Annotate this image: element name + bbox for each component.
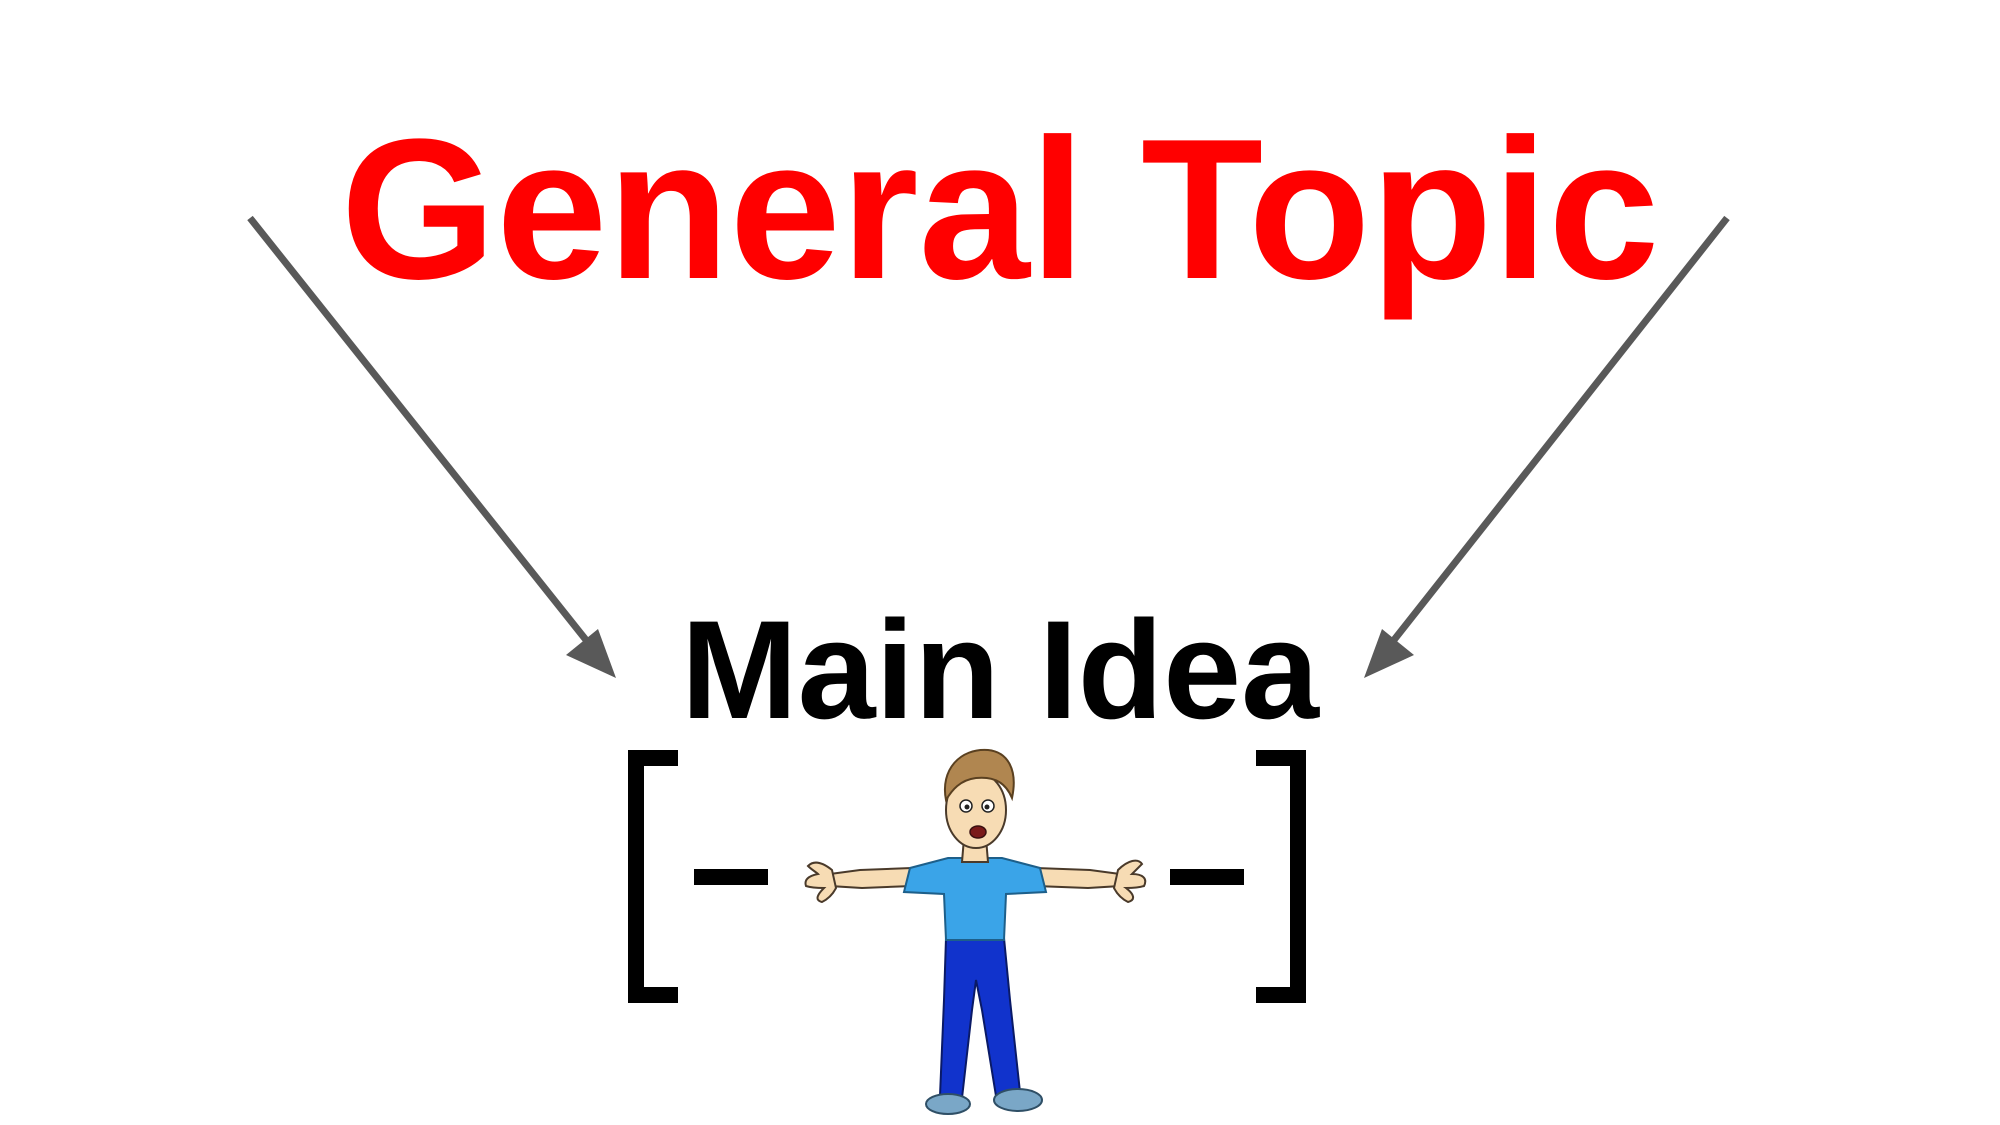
general-topic-title: General Topic	[340, 98, 1660, 321]
left-arrow	[247, 215, 616, 678]
left-dash	[694, 869, 768, 885]
main-idea-label: Main Idea	[681, 591, 1319, 748]
person-figure-icon	[804, 748, 1147, 1115]
left-bracket	[628, 750, 678, 1003]
right-bracket	[1256, 750, 1306, 1003]
right-arrow	[1364, 215, 1730, 678]
right-dash	[1170, 869, 1244, 885]
